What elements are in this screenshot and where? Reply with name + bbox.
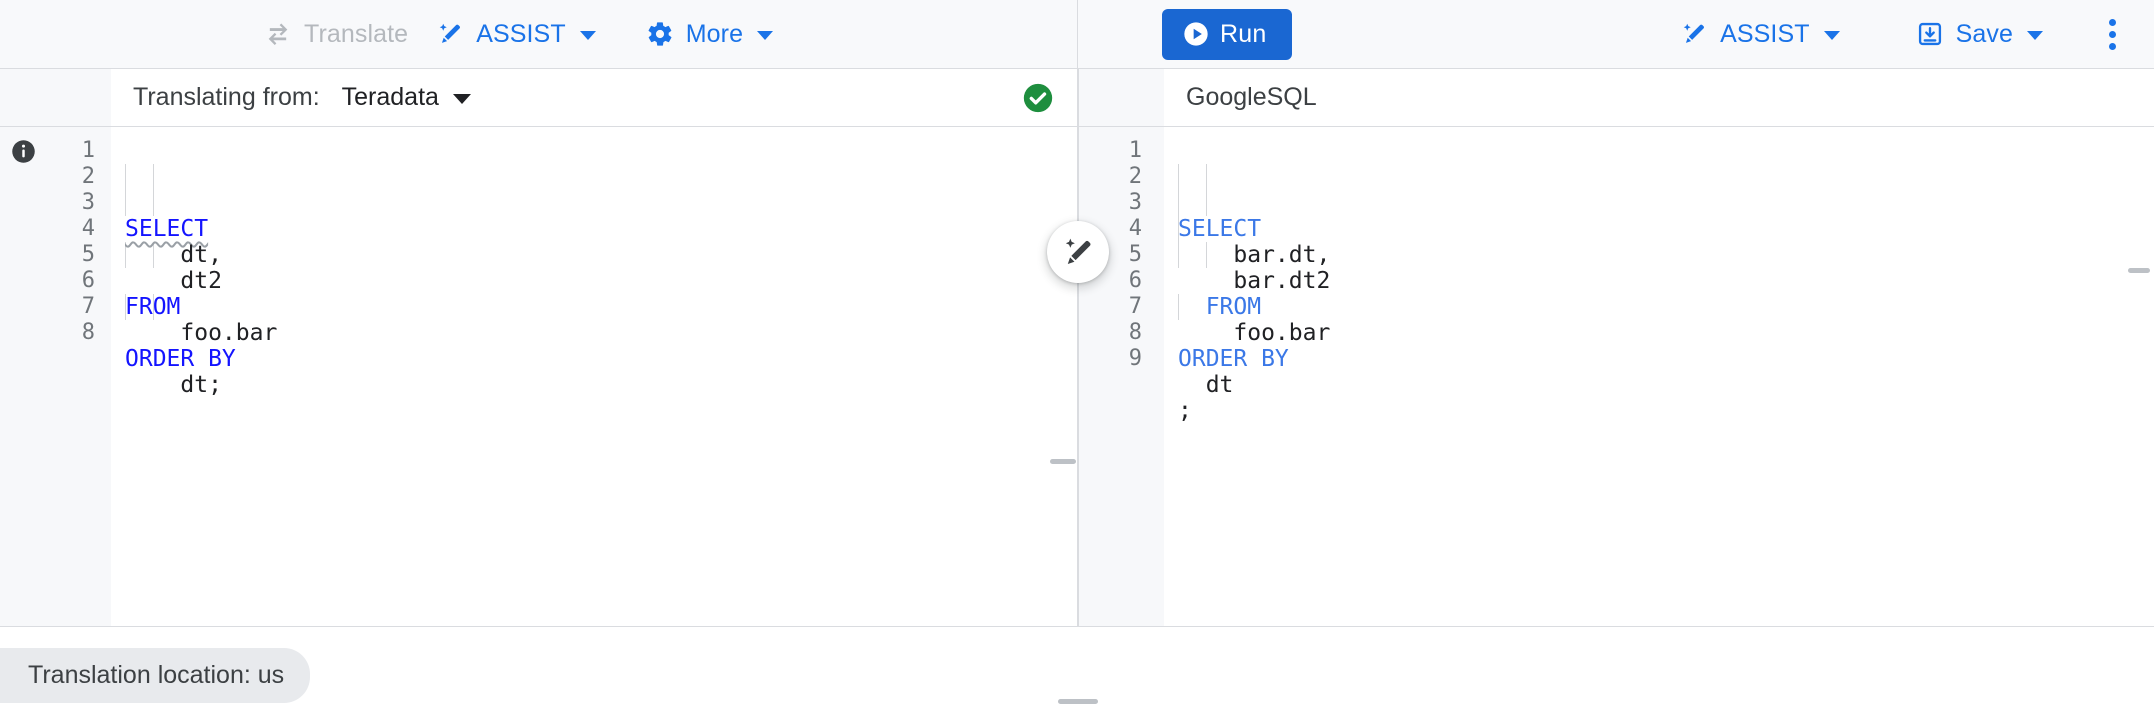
code-line: dt — [1178, 372, 1234, 398]
line-number: 3 — [1128, 190, 1142, 215]
chevron-down-icon — [2027, 31, 2043, 40]
translate-swap-icon — [264, 20, 292, 48]
editor-panes: Translating from: Teradata — [0, 69, 2154, 626]
sql-keyword: SELECT — [1178, 216, 1262, 242]
line-number: 7 — [81, 294, 95, 319]
run-button[interactable]: Run — [1162, 8, 1293, 60]
sql-keyword: ORDER BY — [125, 346, 236, 372]
target-header-gutter-spacer — [1078, 69, 1164, 126]
play-circle-icon — [1182, 20, 1210, 48]
line-number: 4 — [81, 216, 95, 241]
target-dialect-label: GoogleSQL — [1186, 83, 1317, 111]
code-line — [1178, 424, 2154, 450]
save-download-icon — [1916, 20, 1944, 48]
source-info-column — [0, 127, 46, 626]
line-number: 2 — [81, 164, 95, 189]
line-number: 2 — [1128, 164, 1142, 189]
sql-keyword: FROM — [125, 294, 181, 320]
toolbar-right-group: Run ASSIST — [1078, 0, 2154, 68]
validation-status-icon — [1021, 81, 1055, 115]
code-line: ORDER BY — [125, 346, 1077, 372]
more-label: More — [685, 19, 744, 48]
footer-bar: Translation location: us — [0, 626, 2154, 712]
chevron-down-icon — [1823, 31, 1840, 40]
target-scrollbar[interactable] — [2128, 268, 2150, 273]
magic-pen-icon — [436, 20, 464, 48]
source-pane: Translating from: Teradata — [0, 69, 1078, 626]
code-line: dt, — [125, 242, 222, 268]
line-number: 1 — [81, 138, 95, 163]
toolbar: Translate ASSIST More — [0, 0, 2154, 69]
line-number: 8 — [1128, 320, 1142, 345]
code-line: SELECT — [125, 216, 1077, 242]
gear-icon — [646, 20, 674, 48]
translation-location-chip: Translation location: us — [0, 648, 311, 703]
code-line: ORDER BY — [1178, 346, 2154, 372]
save-label: Save — [1955, 19, 2013, 48]
chevron-down-icon — [452, 94, 471, 104]
line-number: 7 — [1128, 294, 1142, 319]
line-number: 3 — [81, 190, 95, 215]
info-icon[interactable] — [10, 138, 37, 626]
line-number: 8 — [81, 320, 95, 345]
more-vert-icon[interactable] — [2095, 9, 2130, 60]
more-button[interactable]: More — [632, 12, 787, 57]
line-number: 6 — [1128, 268, 1142, 293]
assist-fab-button[interactable] — [1047, 221, 1109, 283]
line-number: 4 — [1128, 216, 1142, 241]
target-pane-header: GoogleSQL — [1078, 69, 2154, 127]
line-number: 1 — [1128, 138, 1142, 163]
code-line: SELECT — [1178, 216, 2154, 242]
code-line: dt; — [125, 372, 222, 398]
save-button[interactable]: Save — [1902, 12, 2057, 57]
source-scrollbar[interactable] — [1050, 459, 1076, 464]
sql-keyword: ORDER BY — [1178, 346, 1289, 372]
code-line: FROM — [125, 294, 1077, 320]
line-number: 5 — [81, 242, 95, 267]
code-line: FROM — [1178, 294, 2154, 320]
assist-button-right[interactable]: ASSIST — [1666, 12, 1854, 57]
code-line: foo.bar — [1178, 320, 1331, 346]
toolbar-left-group: Translate ASSIST More — [0, 0, 1078, 68]
source-dialect-select[interactable]: Teradata — [342, 83, 471, 112]
code-line: bar.dt2 — [1178, 268, 1331, 294]
line-number: 9 — [1128, 346, 1142, 371]
chevron-down-icon — [757, 31, 774, 40]
code-line — [125, 398, 1077, 424]
source-header-gutter-spacer — [0, 69, 111, 126]
code-line: bar.dt, — [1178, 242, 1331, 268]
assist-left-label: ASSIST — [476, 19, 566, 48]
assist-right-label: ASSIST — [1720, 19, 1810, 48]
translate-button[interactable]: Translate — [250, 12, 422, 57]
code-line: foo.bar — [125, 320, 278, 346]
sql-keyword: SELECT — [125, 216, 209, 242]
source-dialect-value: Teradata — [341, 83, 439, 111]
sql-keyword: FROM — [1205, 294, 1262, 320]
source-pane-header: Translating from: Teradata — [0, 69, 1077, 127]
chevron-down-icon — [579, 31, 596, 40]
translating-from-label: Translating from: — [133, 83, 320, 111]
line-number: 6 — [81, 268, 95, 293]
assist-button-left[interactable]: ASSIST — [422, 12, 610, 57]
translate-label: Translate — [304, 19, 409, 48]
bottom-resize-handle[interactable] — [1058, 699, 1098, 704]
code-line: ; — [1178, 398, 1192, 424]
line-number: 5 — [1128, 242, 1142, 267]
magic-pen-icon — [1680, 20, 1708, 48]
code-line: dt2 — [125, 268, 222, 294]
run-label: Run — [1220, 19, 1267, 48]
pane-divider — [1078, 69, 1079, 626]
